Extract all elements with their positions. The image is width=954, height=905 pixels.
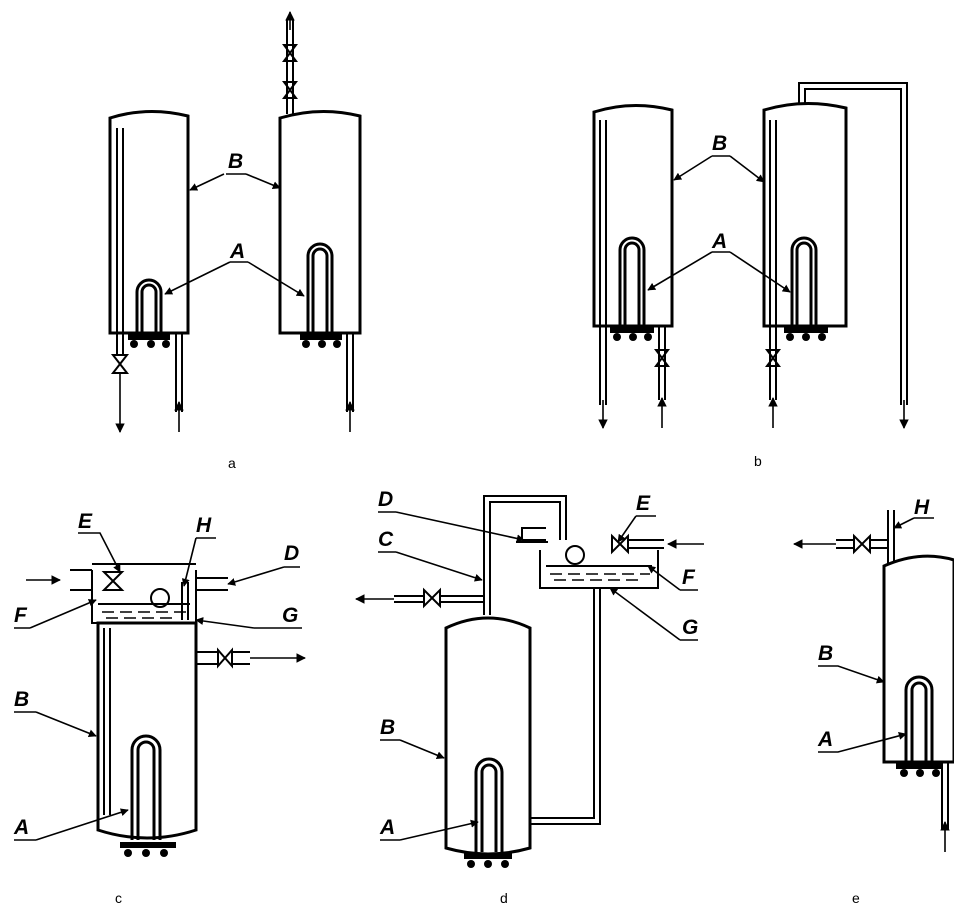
label-c: C xyxy=(378,528,394,551)
panel-e: H B A e xyxy=(793,496,954,905)
panel-caption-a: a xyxy=(228,455,236,471)
label-d: D xyxy=(284,542,299,565)
label-a: A xyxy=(229,240,245,263)
label-g: G xyxy=(682,616,698,639)
label-e: E xyxy=(78,510,93,533)
valve-icon xyxy=(765,349,781,367)
label-f: F xyxy=(682,566,696,589)
panel-a: B A a xyxy=(108,11,362,471)
tank-b-left xyxy=(592,103,674,328)
panel-b: B A b xyxy=(592,82,909,469)
label-h: H xyxy=(196,514,212,537)
label-e: E xyxy=(636,492,651,515)
panel-caption-c: c xyxy=(115,890,122,905)
valve-icon xyxy=(423,587,441,609)
tank-b-right xyxy=(762,102,848,328)
label-a: A xyxy=(711,230,727,253)
panel-c: E H D F G B A c xyxy=(13,510,306,905)
tank-a-left xyxy=(108,109,190,335)
label-g: G xyxy=(282,604,298,627)
valve-icon xyxy=(101,571,125,591)
label-b: B xyxy=(818,642,833,665)
valve-icon xyxy=(282,81,298,99)
panel-d: D E C F G B A d xyxy=(355,488,704,905)
valve-icon xyxy=(282,44,298,62)
label-b: B xyxy=(228,150,243,173)
tank-a-right xyxy=(278,110,362,335)
label-b: B xyxy=(380,716,395,739)
valve-icon xyxy=(654,349,670,367)
valve-icon xyxy=(110,354,130,374)
label-d: D xyxy=(378,488,393,511)
float-ball-icon xyxy=(150,588,170,608)
valve-icon xyxy=(853,533,871,555)
label-b: B xyxy=(712,132,727,155)
label-a: A xyxy=(817,728,833,751)
label-h: H xyxy=(914,496,930,519)
panel-caption-e: e xyxy=(852,890,860,905)
label-a: A xyxy=(13,816,29,839)
panel-caption-d: d xyxy=(500,890,508,905)
label-b: B xyxy=(14,688,29,711)
label-a: A xyxy=(379,816,395,839)
float-ball-icon xyxy=(565,545,585,565)
valve-icon xyxy=(217,647,233,669)
label-f: F xyxy=(14,604,28,627)
tank-e xyxy=(882,554,954,764)
tank-c xyxy=(96,621,198,840)
panel-caption-b: b xyxy=(754,453,762,469)
tank-d xyxy=(444,616,532,856)
